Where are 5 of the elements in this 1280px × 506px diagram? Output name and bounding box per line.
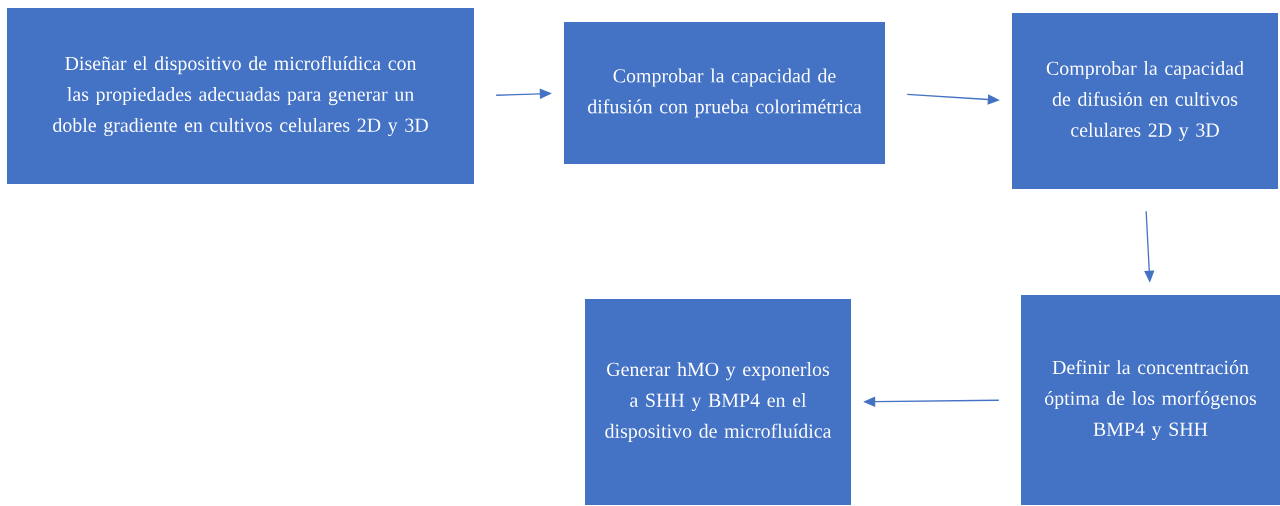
process-box: Comprobar la capacidad de difusión con prueba colorimétrica — [564, 22, 885, 164]
process-box: Generar hMO y exponerlos a SHH y BMP4 en el dispositivo de microfluídica — [585, 299, 851, 505]
process-box: Diseñar el dispositivo de microfluídica con las propiedades adecuadas para generar un doble gradiente en cultivos celulares 2D y 3D — [7, 8, 474, 184]
process-box: Comprobar la capacidad de difusión en cultivos celulares 2D y 3D — [1012, 13, 1278, 189]
process-box: Definir la concentración óptima de los morfógenos BMP4 y SHH — [1021, 295, 1280, 505]
